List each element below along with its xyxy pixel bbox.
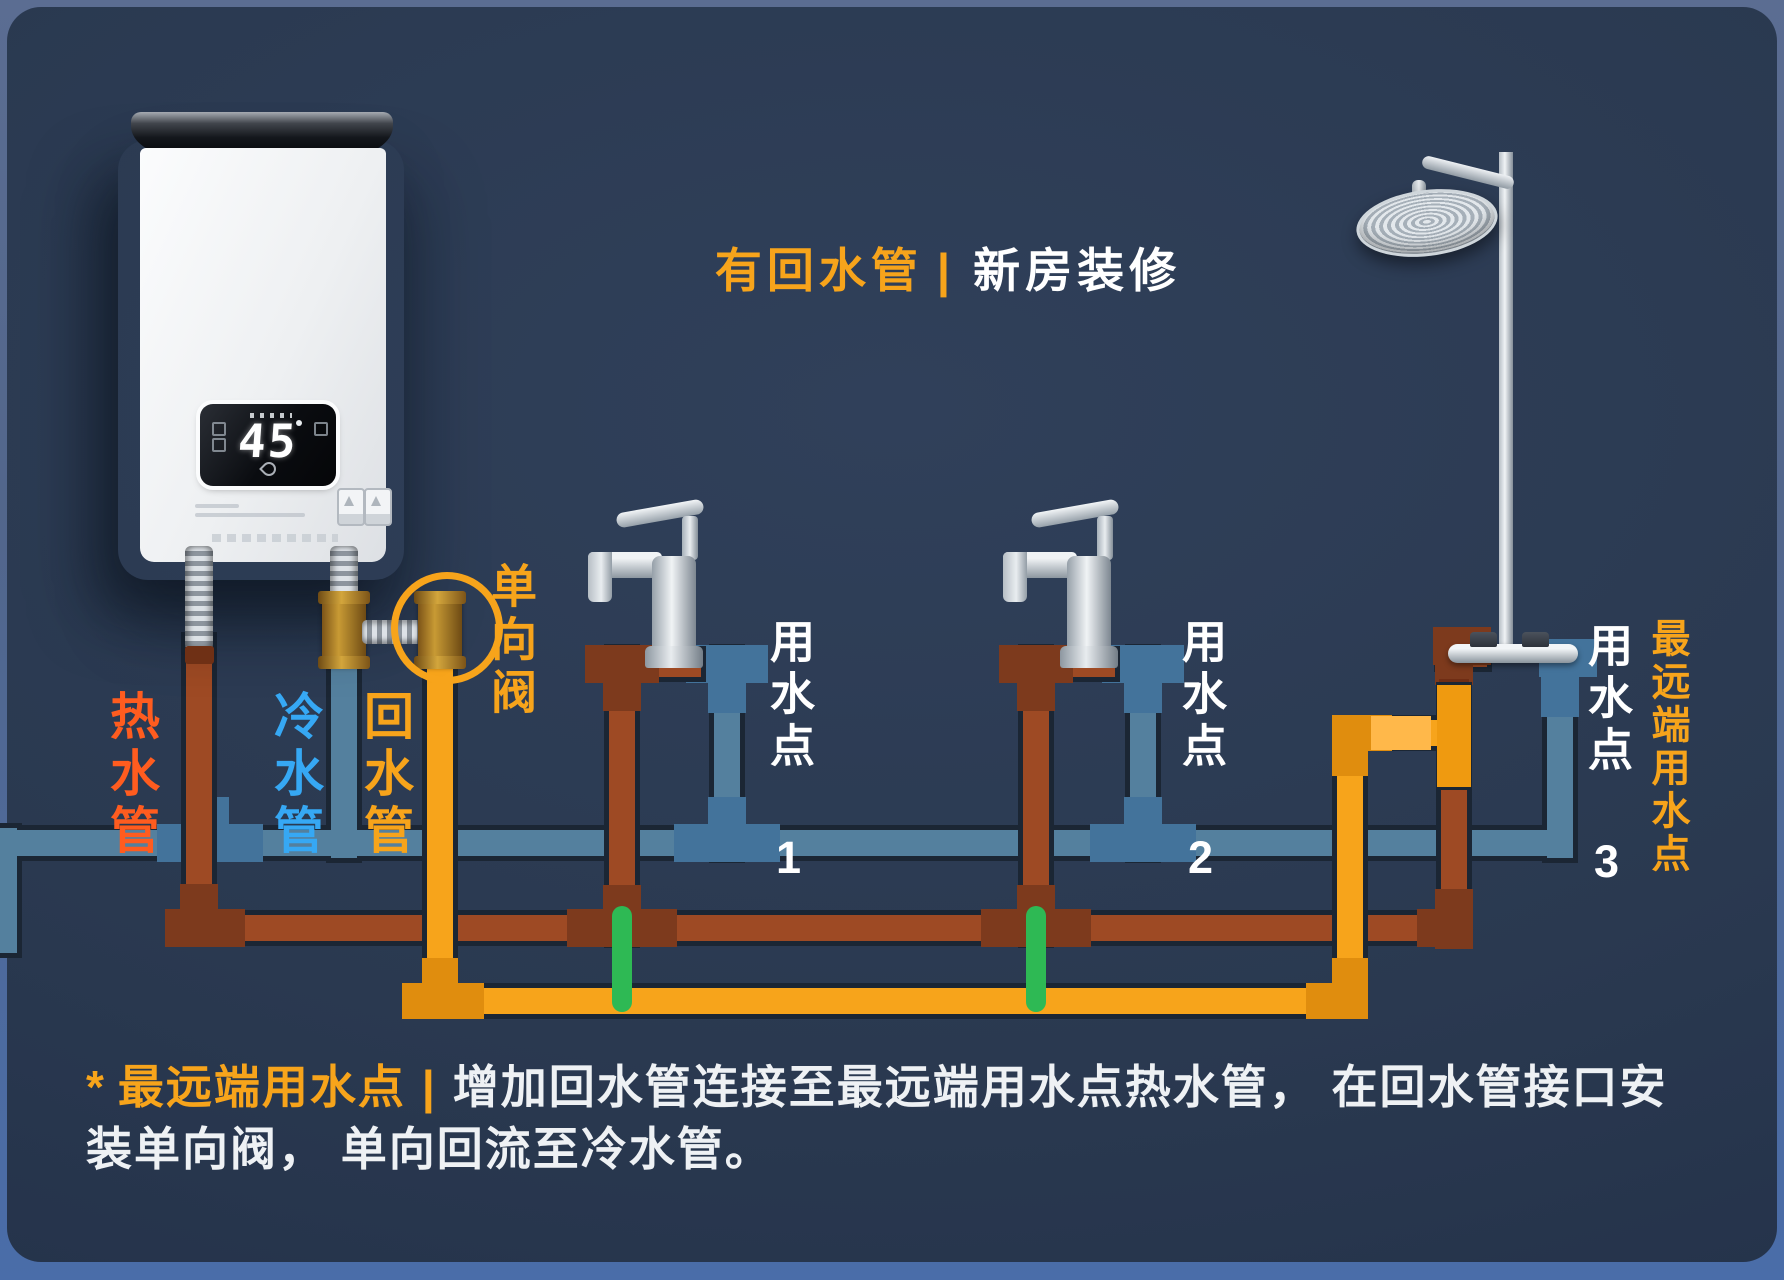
faucet-base: [645, 646, 703, 668]
return-pipe-network: [402, 634, 1472, 1019]
display-indicator-dots: [250, 413, 292, 418]
shower-riser-pipe: [1499, 152, 1513, 654]
label-cold-pipe: 冷水管: [267, 690, 323, 861]
display-right-icon: [314, 422, 328, 436]
title-main: 新房装修: [973, 244, 1182, 297]
hose-collar: [185, 646, 214, 664]
heater-display: 45: [200, 404, 336, 486]
heater-badge-icon: [337, 488, 365, 526]
display-left-icon: [212, 438, 226, 452]
display-left-icon: [212, 422, 226, 436]
title-highlight: 有回水管: [714, 244, 923, 297]
faucet-spout-tip: [1003, 552, 1027, 602]
shower-mixer-bar: [1448, 644, 1578, 663]
label-outlet-2: 用水点 2: [1175, 618, 1226, 890]
label-return-pipe: 回水管: [357, 690, 413, 861]
label-farthest-outlet: 最远端用水点: [1646, 618, 1689, 876]
cold-inlet-hose: [330, 546, 358, 598]
mixer-knob: [1522, 632, 1549, 647]
label-outlet-1: 用水点 1: [763, 618, 814, 890]
footnote-highlight: 最远端用水点: [117, 1061, 406, 1113]
footnote-line-1: *最远端用水点 | 增加回水管连接至最远端用水点热水管， 在回水管接口安: [86, 1056, 1716, 1118]
faucet-handle-joint: [1097, 516, 1113, 560]
faucet-handle-joint: [682, 516, 698, 560]
label-check-valve: 单向阀: [485, 562, 537, 721]
faucet-base: [1060, 646, 1118, 668]
green-connectors: [612, 906, 1046, 1012]
title-divider: |: [936, 244, 956, 297]
cold-line-tee-fitting: [318, 591, 370, 669]
heater-vent-row: [212, 534, 338, 542]
footnote-divider: |: [421, 1061, 437, 1113]
diagram-title: 有回水管| 新房装修: [715, 232, 1181, 301]
heater-fineprint-line: [195, 504, 239, 508]
heater-fineprint-line: [195, 513, 305, 517]
faucet-body: [1067, 556, 1111, 656]
footnote-text: 装单向阀， 单向回流至冷水管。: [86, 1123, 773, 1175]
degree-dot: [296, 420, 302, 426]
label-hot-pipe: 热水管: [103, 690, 159, 861]
mixer-knob: [1470, 632, 1497, 647]
faucet-body: [652, 556, 696, 656]
check-valve-highlight-circle: [391, 572, 503, 684]
hot-outlet-hose: [185, 546, 213, 650]
footnote-line-2: 装单向阀， 单向回流至冷水管。: [86, 1118, 1716, 1180]
return-pipe-fittings: [402, 715, 1392, 1019]
label-outlet-3: 用水点 3: [1581, 622, 1632, 894]
heater-badge-icon: [364, 488, 392, 526]
footnote-text: 增加回水管连接至最远端用水点热水管， 在回水管接口安: [452, 1061, 1668, 1113]
footnote-marker: *: [86, 1061, 106, 1113]
footnote: *最远端用水点 | 增加回水管连接至最远端用水点热水管， 在回水管接口安 装单向阀，…: [86, 1056, 1716, 1180]
faucet-spout-tip: [588, 552, 612, 602]
